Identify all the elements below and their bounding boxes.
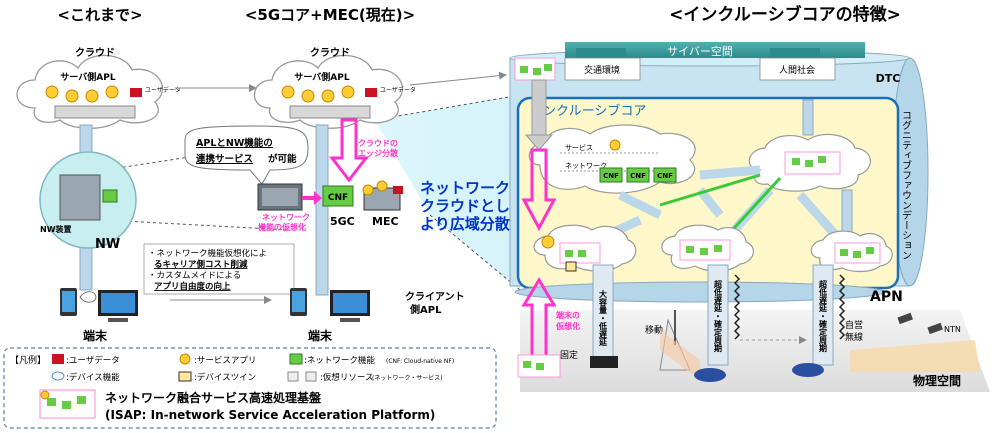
center-line2: クラウドとして (420, 197, 525, 215)
crowd (850, 340, 980, 372)
mid-cnf-box (322, 185, 354, 207)
inclusive-core-label: インクルーシブコア (530, 103, 646, 119)
core-cloud-main (528, 124, 696, 194)
user-data-icon (130, 88, 142, 97)
nw-device-label: NW装置 (40, 224, 72, 234)
dtc-label: DTC (876, 72, 901, 85)
middle-column: クラウド サーバ側APL ユーザデータ クラウドの エッジ分散 APLとNW機能… (143, 47, 465, 343)
client-line2: 側APL (409, 303, 442, 316)
bullet-2: るキャリア側コスト削減 (154, 259, 248, 270)
cyber-space-label: サイバー空間 (667, 44, 733, 58)
pipe-ultra-low-1 (707, 264, 729, 366)
benefits-box (143, 243, 295, 295)
core-cnf-2: CNF (630, 172, 646, 180)
center-line1: ネットワーク内 (420, 179, 525, 197)
cognitive-label: コグニティブファウンデーション (900, 110, 912, 260)
legend-isap-line2: (ISAP: In-network Service Acceleration P… (105, 408, 435, 422)
zoom-beam (375, 95, 520, 290)
device-virt-line1: 端末の (556, 310, 580, 320)
center-line3: より広域分散 (420, 215, 511, 233)
core-service-label: サービス (565, 143, 593, 152)
traffic-env-label: 交通環境 (584, 64, 620, 76)
apl-callout (184, 125, 309, 185)
core-cnf-3: CNF (657, 172, 673, 180)
edge-line1: クラウドの (358, 138, 398, 148)
mid-cnf: CNF (328, 193, 348, 203)
mid-terminal-label: 端末 (308, 328, 333, 343)
legend-device-twin: :デバイスツイン (194, 372, 256, 383)
ultra-low-label-1: 超低遅延・確定周期 (713, 279, 723, 353)
human-society-label: 人間社会 (779, 64, 815, 76)
apn-label: APN (870, 289, 903, 305)
legend-device-function: :デバイス機能 (66, 372, 120, 383)
mid-user-data: ユーザデータ (380, 86, 416, 94)
core-network-label: ネットワーク (565, 162, 607, 170)
pipe-ultra-low-2 (812, 264, 834, 366)
camera-icon (590, 356, 618, 368)
nw-virt-line2: 機能の仮想化 (258, 222, 306, 232)
header-inclusive: <インクルーシブコアの特徴> (669, 4, 901, 25)
left-cloud-label: クラウド (75, 47, 115, 59)
legend-box (3, 347, 497, 429)
mid-server-apl: サーバ側APL (294, 71, 349, 83)
legend-virtual-note: (ネットワーク・サービス) (372, 374, 443, 382)
left-server-apl: サーバ側APL (60, 71, 115, 83)
legend: 【凡例】 :ユーザデータ :サービスアプリ :ネットワーク機能 (CNF: Cl… (3, 347, 497, 429)
callout-line1: APLとNW機能の (196, 137, 273, 149)
legend-isap-line1: ネットワーク融合サービス高速処理基盤 (105, 390, 322, 405)
car-icon-1 (694, 368, 726, 382)
ultra-low-label-2: 超低遅延・確定周期 (818, 279, 828, 353)
client-line1: クライアント (405, 291, 465, 303)
fivegc-label: 5GC (330, 215, 355, 228)
bullet-1: ・ネットワーク機能仮想化によ (148, 248, 267, 259)
large-capacity-label: 大容量・低遅延 (598, 289, 608, 347)
private-wireless-line2: 無線 (845, 331, 863, 343)
mid-cloud-label: クラウド (310, 47, 350, 59)
header-before: <これまで> (57, 6, 142, 24)
nw-virt-line1: ネットワーク (262, 212, 310, 222)
legend-user-data: :ユーザデータ (66, 355, 120, 366)
mec-label: MEC (372, 215, 399, 228)
left-terminal-label: 端末 (83, 328, 108, 343)
nw-label: NW (95, 237, 120, 252)
callout-line2a: 連携サービス (196, 153, 253, 165)
mid-pipe (315, 124, 329, 296)
mobile-label: 移動 (645, 324, 663, 336)
car-icon-2 (792, 363, 824, 377)
legend-service-app: :サービスアプリ (194, 356, 256, 366)
edge-arrow (328, 118, 370, 183)
bullet-3: ・カスタムメイドによる (148, 271, 241, 281)
legend-nw-function: :ネットワーク機能 (304, 355, 375, 366)
bullet-4: アプリ自由度の向上 (154, 281, 231, 292)
callout-line2b: が可能 (268, 153, 297, 165)
ntn-label: NTN (944, 325, 961, 334)
core-cnf-1: CNF (603, 172, 619, 180)
physical-space-label: 物理空間 (913, 373, 961, 388)
private-wireless-line1: 自営 (845, 319, 863, 331)
nw-device-icon (59, 174, 101, 221)
satellite-icon (897, 312, 913, 325)
server-rack-icon (54, 105, 136, 119)
header-current: <5Gコア+MEC(現在)> (245, 6, 415, 24)
legend-cnf-note: (CNF: Cloud-native NF) (386, 358, 454, 365)
legend-virtual-resource: :仮想リソース (320, 372, 373, 383)
legend-title: 【凡例】 (10, 354, 46, 366)
left-user-data: ユーザデータ (145, 86, 181, 94)
fixed-label: 固定 (560, 349, 578, 361)
edge-line2: エッジ分散 (358, 148, 399, 158)
left-column: クラウド サーバ側APL ユーザデータ NW装置 NW 端末 (16, 47, 181, 343)
core-down-arrow (521, 148, 557, 232)
device-virt-line2: 仮想化 (555, 321, 580, 331)
right-panel: サイバー空間 交通環境 人間社会 DTC インクルーシブコア コグニティブファウ… (509, 42, 990, 392)
